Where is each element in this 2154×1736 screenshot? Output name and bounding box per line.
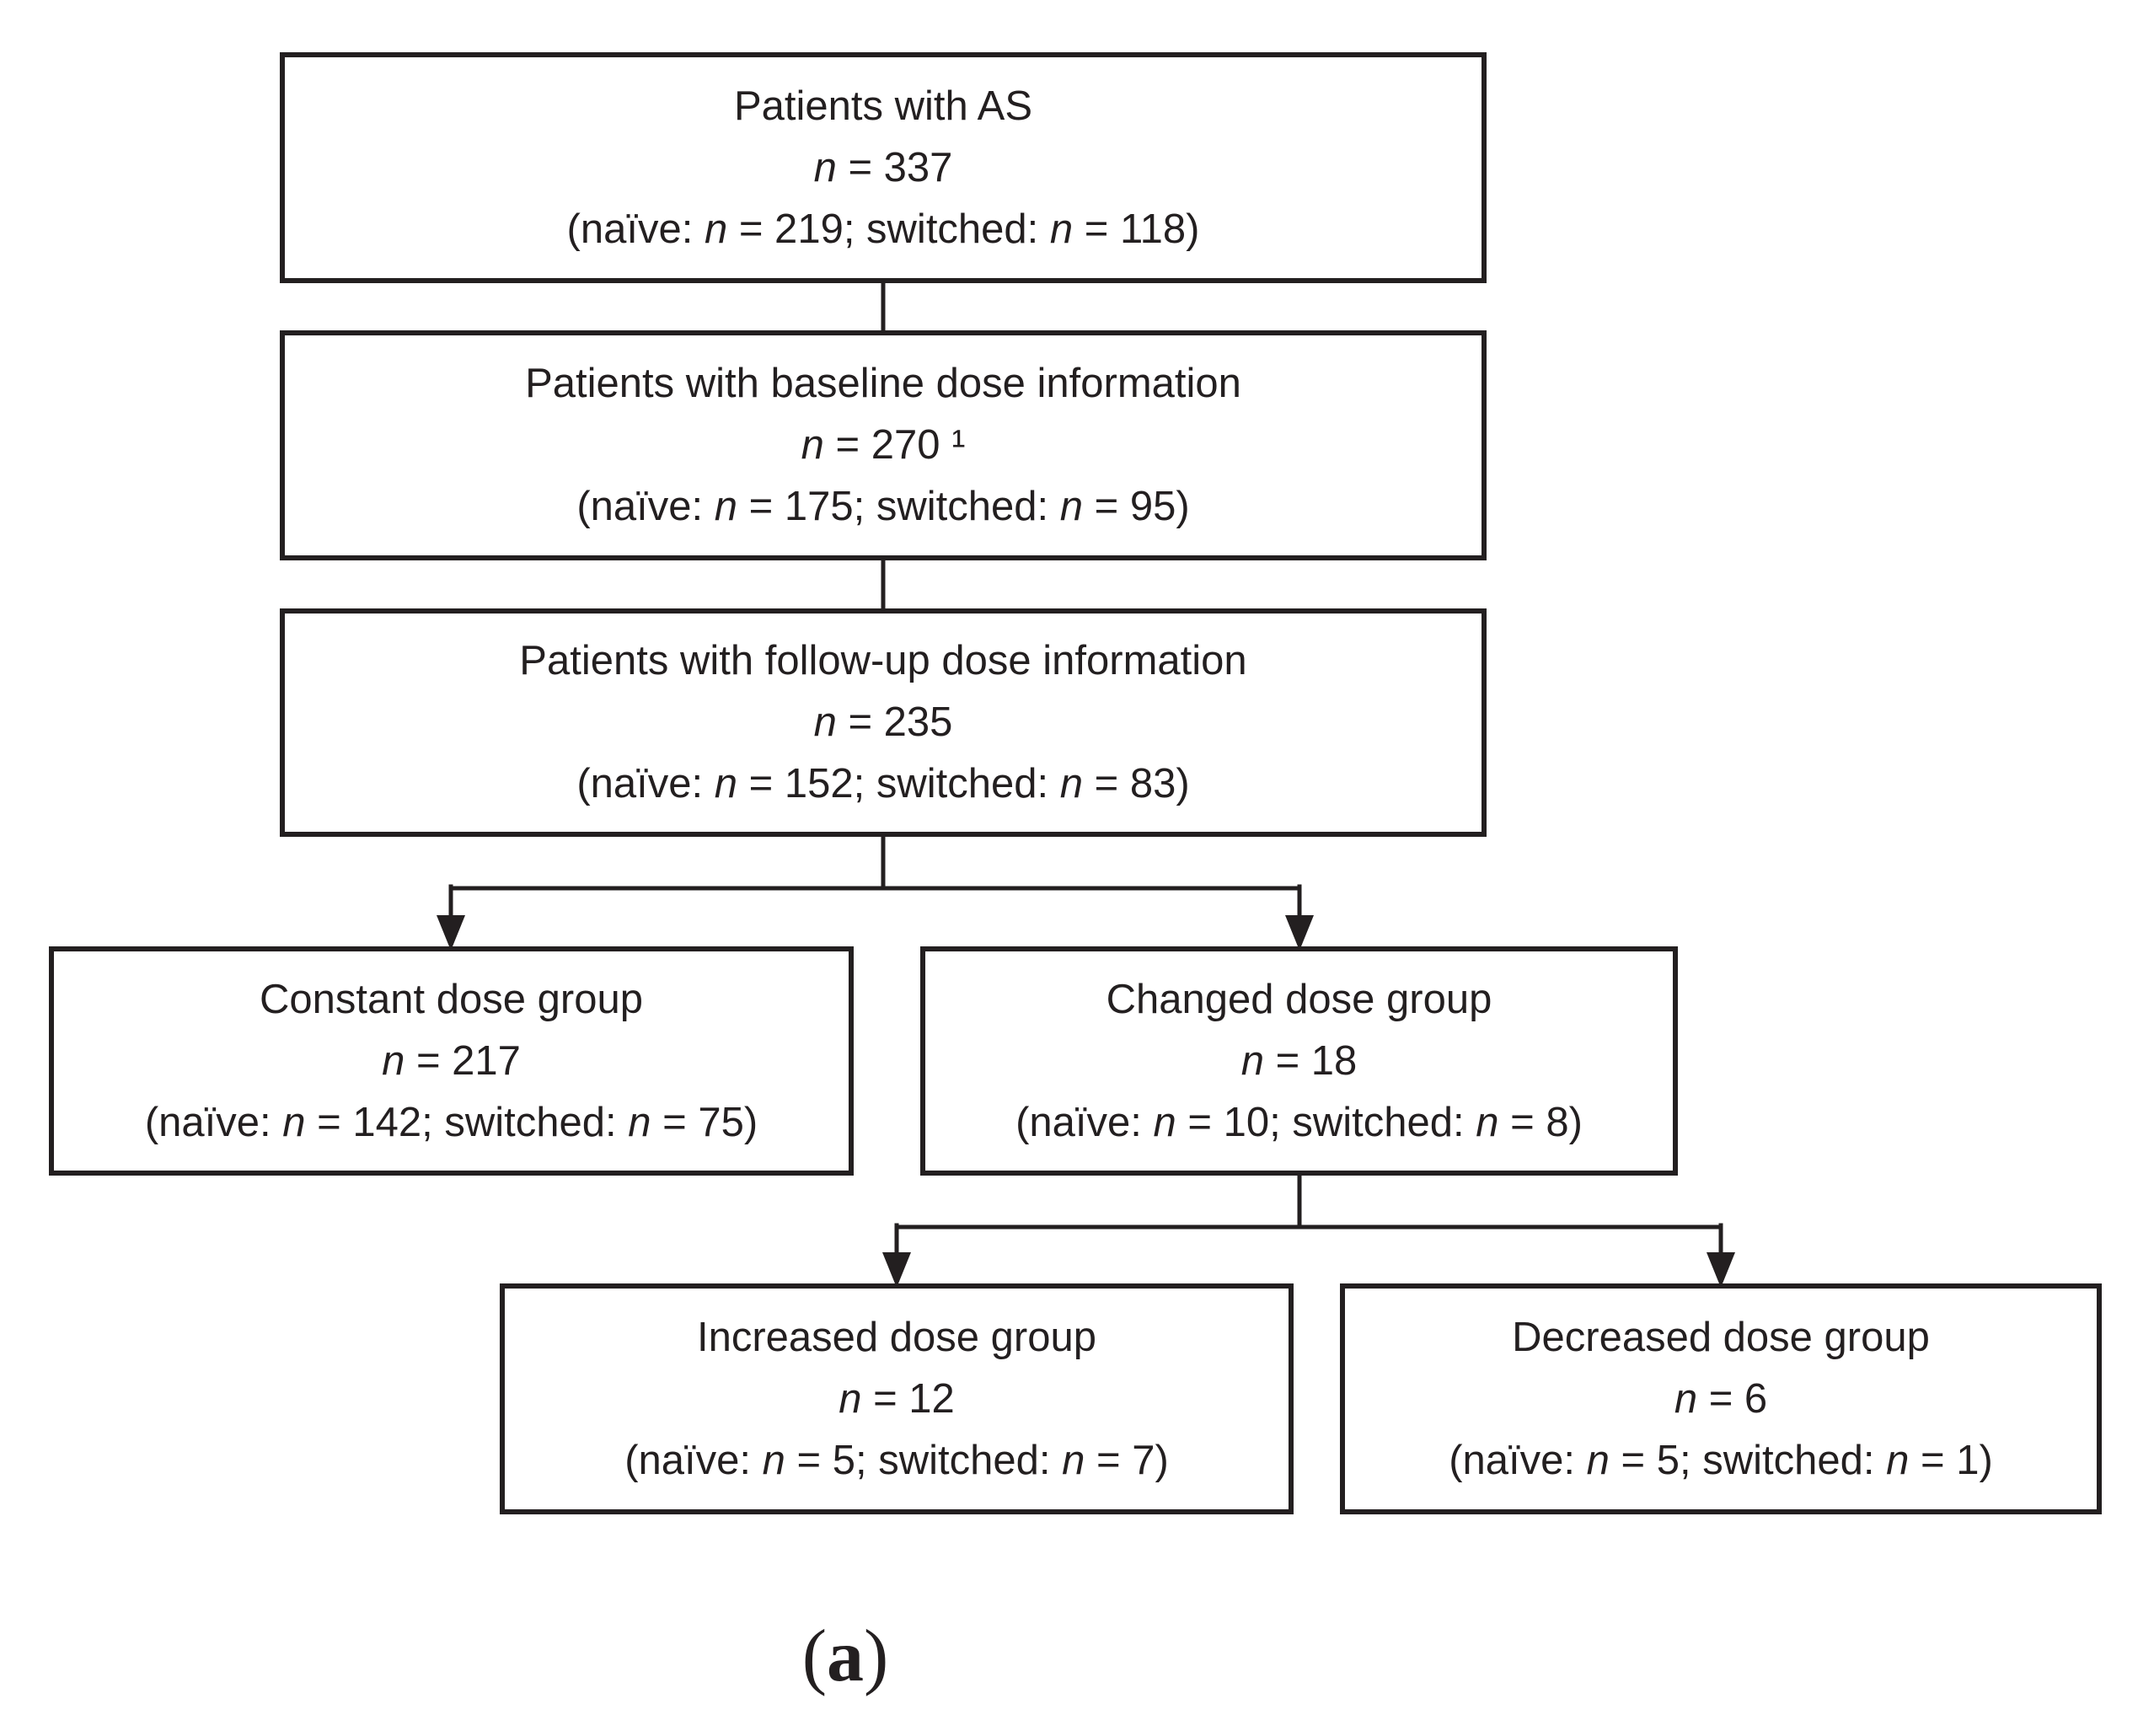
node-count: n = 337 — [813, 144, 953, 190]
node-count: n = 18 — [1240, 1037, 1358, 1084]
node-title: Constant dose group — [260, 976, 643, 1022]
node-subgroup-detail: (naïve: n = 10; switched: n = 8) — [1015, 1099, 1583, 1145]
arrowhead-decreased-dose — [1707, 1252, 1735, 1288]
node-title: Increased dose group — [697, 1314, 1096, 1360]
node-count: n = 12 — [839, 1375, 955, 1422]
branch-followup-to-groups — [448, 833, 1302, 923]
node-subgroup-detail: (naïve: n = 5; switched: n = 1) — [1449, 1437, 1993, 1483]
node-count: n = 270 ¹ — [801, 422, 966, 468]
flow-node-constant-dose: Constant dose group n = 217 (naïve: n = … — [49, 946, 854, 1176]
caption-letter: a — [827, 1615, 864, 1697]
node-title: Patients with AS — [733, 83, 1033, 129]
node-subgroup-detail: (naïve: n = 5; switched: n = 7) — [624, 1437, 1169, 1483]
flow-node-followup-dose: Patients with follow-up dose information… — [280, 608, 1487, 837]
node-subgroup-detail: (naïve: n = 142; switched: n = 75) — [144, 1099, 758, 1145]
node-count: n = 6 — [1674, 1375, 1768, 1422]
node-subgroup-detail: (naïve: n = 152; switched: n = 83) — [576, 761, 1190, 806]
figure-caption: (a) — [802, 1615, 889, 1699]
flow-node-decreased-dose: Decreased dose group n = 6 (naïve: n = 5… — [1340, 1283, 2102, 1514]
node-title: Changed dose group — [1106, 976, 1492, 1022]
node-count: n = 217 — [382, 1037, 521, 1084]
caption-paren-close: ) — [864, 1615, 889, 1697]
flow-node-changed-dose: Changed dose group n = 18 (naïve: n = 10… — [920, 946, 1678, 1176]
flow-node-increased-dose: Increased dose group n = 12 (naïve: n = … — [500, 1283, 1294, 1514]
flow-node-patients-as: Patients with AS n = 337 (naïve: n = 219… — [280, 52, 1487, 283]
node-title: Patients with follow-up dose information — [519, 638, 1247, 683]
node-subgroup-detail: (naïve: n = 175; switched: n = 95) — [576, 484, 1190, 529]
branch-changed-to-subgroups — [894, 1171, 1723, 1260]
flow-node-baseline-dose: Patients with baseline dose information … — [280, 330, 1487, 560]
arrowhead-constant-dose — [437, 915, 465, 951]
node-title: Patients with baseline dose information — [525, 361, 1241, 406]
node-title: Decreased dose group — [1512, 1314, 1930, 1360]
node-count: n = 235 — [813, 699, 953, 745]
arrowhead-increased-dose — [882, 1252, 911, 1288]
node-subgroup-detail: (naïve: n = 219; switched: n = 118) — [566, 206, 1200, 252]
caption-paren-open: ( — [801, 1615, 827, 1697]
arrowhead-changed-dose — [1285, 915, 1314, 951]
